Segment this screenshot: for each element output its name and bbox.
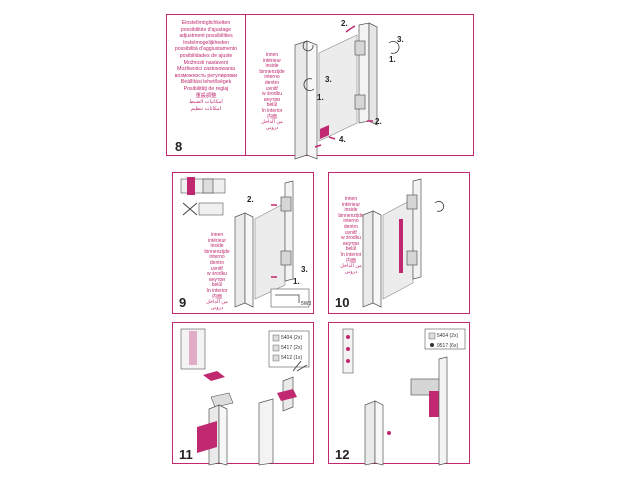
- step-label: 1.: [317, 93, 324, 102]
- multilingual-label: درونی: [210, 304, 224, 311]
- multilingual-label: possibilités d'ajustage: [180, 26, 232, 33]
- step-label: 2.: [341, 19, 348, 28]
- multilingual-label: inside: [210, 243, 224, 250]
- step-label: 3.: [301, 265, 308, 274]
- step-number: 8: [175, 139, 183, 154]
- cover-mounting-illustration: [180, 328, 310, 466]
- multilingual-label: innen: [344, 196, 358, 202]
- multilingual-label: w środku: [261, 91, 282, 98]
- part-quantity: 5412 (1x): [281, 355, 303, 361]
- multilingual-label: من الداخل: [261, 119, 283, 126]
- multilingual-label: uvnitř: [210, 265, 224, 272]
- multilingual-label: innen: [265, 52, 279, 58]
- multilingual-label: belül: [345, 246, 357, 253]
- multilingual-label: w środku: [206, 271, 227, 278]
- multilingual-label: Einstellmöglichkeiten: [181, 20, 231, 26]
- step-label: 3.: [397, 35, 404, 44]
- multilingual-label: Instelmogelijkheden: [183, 39, 229, 46]
- multilingual-label: внутри: [209, 276, 225, 283]
- multilingual-label: interno: [343, 218, 359, 225]
- multilingual-label: من الداخل: [206, 299, 228, 306]
- multilingual-label: uvnitř: [265, 85, 279, 92]
- multilingual-label: внутри: [264, 96, 280, 103]
- multilingual-label: possibilità d'aggiustamento: [174, 46, 238, 53]
- multilingual-label: 重設調整: [195, 92, 217, 99]
- step-label: 1.: [293, 277, 300, 286]
- multilingual-label: Możliwości zastosowania: [177, 66, 235, 73]
- multilingual-label: 内面: [266, 113, 277, 120]
- multilingual-label: în interior: [340, 251, 362, 258]
- step-label: 1.: [389, 55, 396, 64]
- multilingual-label: intérieur: [341, 201, 361, 208]
- multilingual-label: امكانيات الضبط: [189, 99, 223, 106]
- step-label: 4.: [339, 135, 346, 144]
- multilingual-label: intérieur: [262, 57, 282, 64]
- multilingual-label: binnenzijde: [204, 248, 230, 255]
- door-closed-illustration: [362, 178, 445, 308]
- multilingual-label: belül: [211, 282, 223, 289]
- step-number: 12: [335, 447, 350, 462]
- panel-step-11: 11 5404 (2x) 5417 (2x) 5412 (1x): [172, 322, 314, 466]
- part-quantity: 5417 (2x): [281, 345, 303, 351]
- multilingual-label: în interior: [206, 287, 228, 294]
- multilingual-label: w środku: [340, 235, 361, 242]
- multilingual-label: امکانات تنظیم: [190, 105, 222, 112]
- multilingual-label: binnenzijde: [259, 68, 285, 75]
- multilingual-label: în interior: [261, 107, 283, 114]
- step-label: 2.: [247, 195, 254, 204]
- panel-divider: [245, 15, 246, 155]
- multilingual-label: uvnitř: [344, 229, 358, 236]
- multilingual-label: interno: [264, 74, 280, 81]
- multilingual-label: Možnosti nastavení: [183, 59, 229, 66]
- multilingual-label: من الداخل: [340, 263, 362, 270]
- part-number: 5W3: [301, 301, 312, 307]
- multilingual-label: Beállítási lehetőségek: [180, 79, 232, 86]
- step-number: 10: [335, 295, 350, 310]
- multilingual-label: درونی: [265, 124, 279, 131]
- door-assembly-illustration: [180, 177, 310, 308]
- multilingual-label: posibilidades de ajuste: [179, 52, 233, 59]
- multilingual-label: adjustment possibilities: [179, 33, 233, 40]
- multilingual-label: belül: [266, 102, 278, 109]
- part-quantity: 9517 (6x): [437, 343, 459, 349]
- multilingual-label: inside: [344, 207, 358, 214]
- multilingual-label: dentro: [209, 259, 225, 266]
- multilingual-label: intérieur: [207, 237, 227, 244]
- multilingual-label: binnenzijde: [338, 212, 364, 219]
- part-quantity: 5404 (2x): [437, 333, 459, 339]
- multilingual-label: dentro: [343, 223, 359, 230]
- part-quantity: 5404 (2x): [281, 335, 303, 341]
- multilingual-label: درونی: [344, 268, 358, 275]
- step-label: 2.: [375, 117, 382, 126]
- step-number: 11: [179, 447, 193, 462]
- multilingual-label: 内面: [211, 293, 222, 300]
- multilingual-label: dentro: [264, 79, 280, 86]
- door-hinge-illustration: [294, 22, 400, 160]
- multilingual-label: внутри: [343, 240, 359, 247]
- multilingual-label: возможность регулировки: [174, 72, 238, 79]
- multilingual-label: inside: [265, 63, 279, 70]
- panel-step-12: 12 5404 (2x) 9517 (6x): [328, 322, 470, 466]
- multilingual-label: 内面: [345, 257, 356, 264]
- multilingual-label: Posibilități de reglaj: [183, 85, 229, 92]
- multilingual-label: interno: [209, 254, 225, 261]
- step-number: 9: [179, 295, 187, 310]
- final-assembly-illustration: [342, 328, 466, 466]
- multilingual-label: innen: [210, 232, 224, 238]
- step-label: 3.: [325, 75, 332, 84]
